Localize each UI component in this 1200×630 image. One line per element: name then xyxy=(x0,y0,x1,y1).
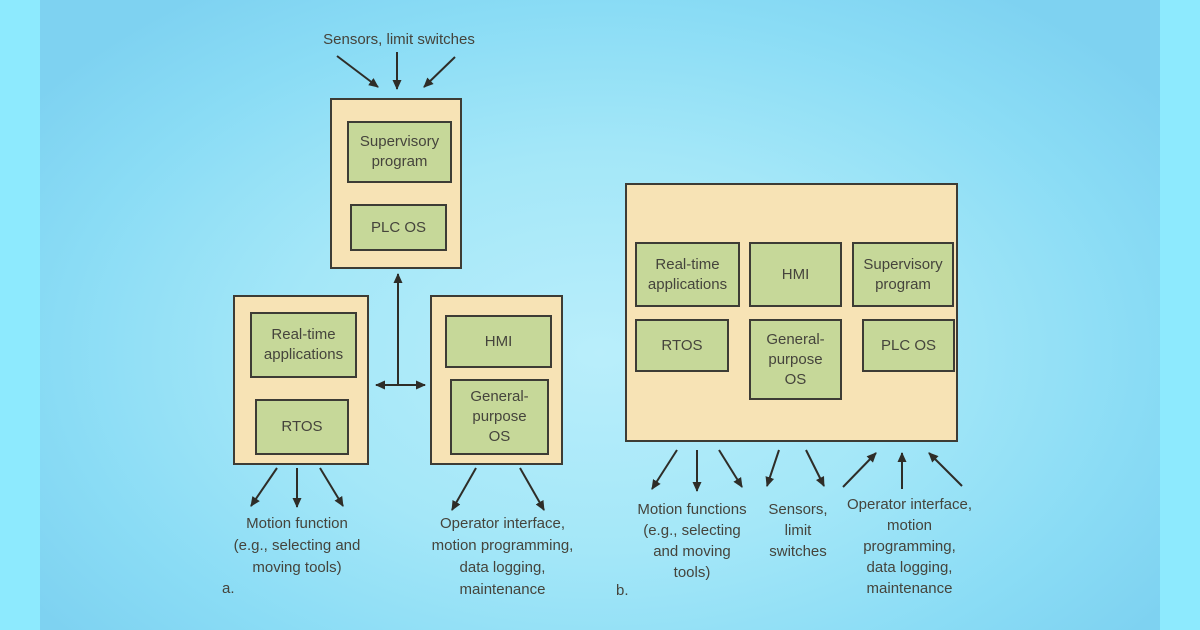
module-hmi-a: HMI xyxy=(445,315,552,368)
label-sensors-limit-switches-b: Sensors, limit switches xyxy=(768,501,828,560)
module-hmi-b: HMI xyxy=(749,242,842,307)
label-motion-function-a: Motion function (e.g., selecting and mov… xyxy=(233,515,361,576)
label-operator-interface-b: Operator interface, motion programming, … xyxy=(846,496,973,597)
caption-b: b. xyxy=(616,582,629,599)
figure-background xyxy=(40,0,1160,630)
realtime-unit-box-a: Real-time applications RTOS xyxy=(233,295,369,465)
module-realtime-applications-b: Real-time applications xyxy=(635,242,740,307)
module-rtos-a: RTOS xyxy=(255,399,349,455)
module-general-purpose-os-b: General- purpose OS xyxy=(749,319,842,400)
module-rtos-b: RTOS xyxy=(635,319,729,372)
module-plc-os-a: PLC OS xyxy=(350,204,447,251)
caption-a: a. xyxy=(222,580,235,597)
plc-unit-box-a: Supervisory program PLC OS xyxy=(330,98,462,269)
module-supervisory-program-a: Supervisory program xyxy=(347,121,452,183)
label-sensors-limit-switches-a: Sensors, limit switches xyxy=(323,31,475,48)
module-realtime-applications-a: Real-time applications xyxy=(250,312,357,378)
module-general-purpose-os-a: General- purpose OS xyxy=(450,379,549,455)
label-operator-interface-a: Operator interface, motion programming, … xyxy=(431,515,574,598)
integrated-unit-box-b: Real-time applications HMI Supervisory p… xyxy=(625,183,958,442)
module-plc-os-b: PLC OS xyxy=(862,319,955,372)
label-motion-functions-b: Motion functions (e.g., selecting and mo… xyxy=(637,501,747,581)
module-supervisory-program-b: Supervisory program xyxy=(852,242,954,307)
hmi-unit-box-a: HMI General- purpose OS xyxy=(430,295,563,465)
